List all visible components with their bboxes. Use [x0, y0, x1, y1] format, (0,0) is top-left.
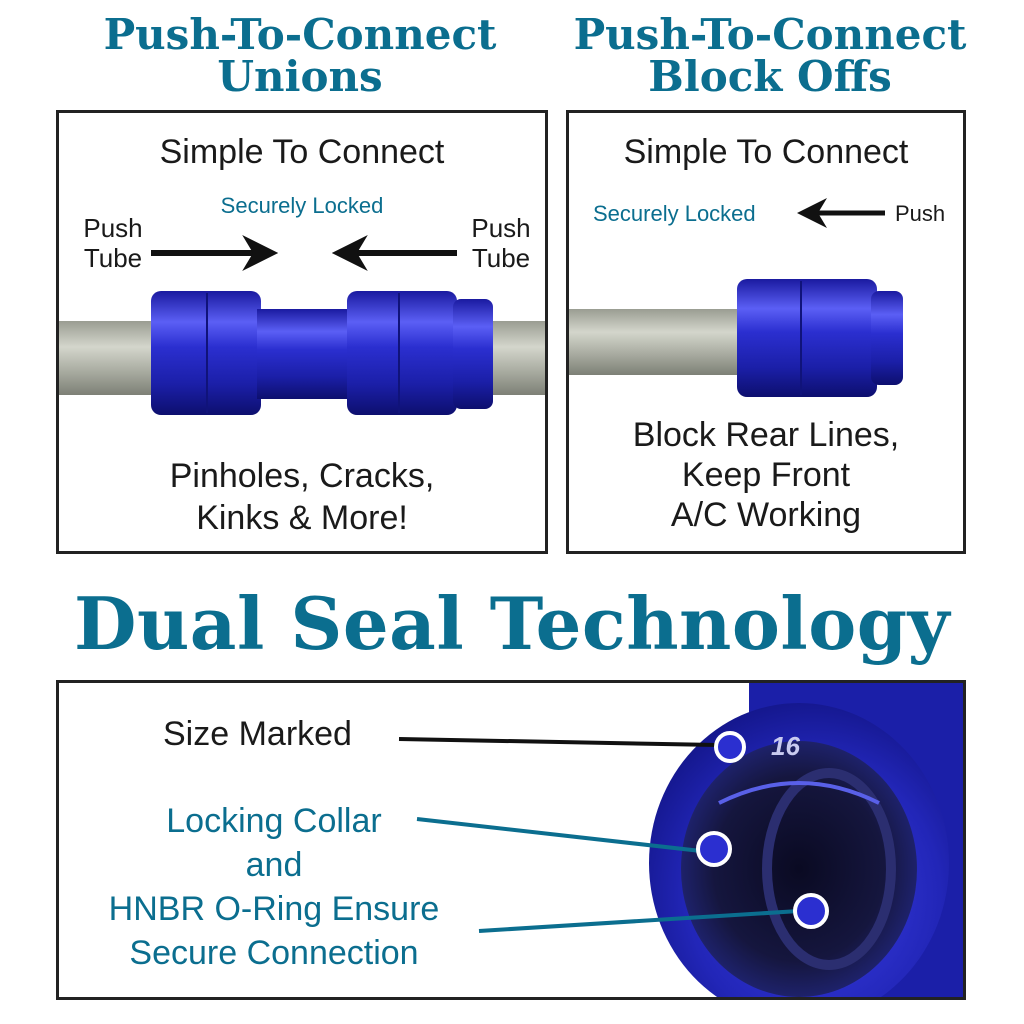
tube: [569, 309, 744, 375]
left-push-line-2: Tube: [83, 243, 143, 273]
block-title: Simple To Connect: [623, 133, 909, 171]
oring-leader-line: [478, 909, 800, 933]
block-offs-heading: Push-To-Connect Block Offs: [565, 14, 975, 98]
block-off-illustration: [569, 198, 903, 397]
collar-label-line-2: and: [245, 846, 303, 884]
block-caption-line-1: Block Rear Lines,: [632, 416, 900, 454]
right-push-line-1: Push: [471, 213, 531, 243]
dual-seal-panel: 16 Size Marked Locking Collar and HNBR O…: [56, 680, 966, 1000]
size-marked-label: Size Marked: [163, 715, 352, 753]
collar-leader-line: [416, 817, 702, 853]
right-push-line-2: Tube: [471, 243, 531, 273]
fitting-closeup-illustration: 16: [398, 683, 963, 997]
dual-seal-heading: Dual Seal Technology: [74, 581, 950, 666]
block-offs-panel: Simple To Connect Securely Locked Push B…: [566, 110, 966, 554]
block-off-fitting: [737, 279, 903, 397]
fitting-closeup: [649, 683, 963, 997]
unions-caption: Pinholes, Cracks, Kinks & More!: [59, 455, 545, 539]
unions-panel: Simple To Connect Securely Locked Push T…: [56, 110, 548, 554]
block-offs-heading-line-2: Block Offs: [648, 52, 892, 101]
block-caption-line-3: A/C Working: [670, 496, 862, 534]
unions-heading-line-1: Push-To-Connect: [103, 10, 497, 59]
block-caption: Block Rear Lines, Keep Front A/C Working: [569, 415, 963, 535]
collar-label-line-1: Locking Collar: [166, 802, 382, 840]
union-fitting: [151, 291, 493, 415]
block-push-label: Push: [895, 201, 946, 226]
block-locked-label: Securely Locked: [593, 201, 756, 226]
size-callout-dot: [714, 731, 746, 763]
union-fitting-illustration: [59, 235, 545, 415]
unions-heading: Push-To-Connect Unions: [60, 14, 540, 98]
size-marking-text: 16: [771, 731, 800, 761]
unions-heading-line-2: Unions: [217, 52, 383, 101]
collar-label-line-4: Secure Connection: [129, 934, 419, 972]
collar-callout-dot: [696, 831, 732, 867]
right-push-label: Push Tube: [459, 213, 543, 273]
collar-label-line-3: HNBR O-Ring Ensure: [108, 890, 440, 928]
block-caption-line-2: Keep Front: [681, 456, 851, 494]
unions-caption-line-2: Kinks & More!: [196, 499, 408, 537]
collar-label: Locking Collar and HNBR O-Ring Ensure Se…: [79, 799, 469, 975]
size-leader-line: [398, 737, 718, 747]
unions-title: Simple To Connect: [159, 133, 445, 171]
block-offs-heading-line-1: Push-To-Connect: [573, 10, 967, 59]
unions-locked-label: Securely Locked: [220, 193, 384, 218]
oring-callout-dot: [793, 893, 829, 929]
left-push-label: Push Tube: [73, 213, 153, 273]
left-push-line-1: Push: [83, 213, 143, 243]
unions-caption-line-1: Pinholes, Cracks,: [169, 457, 435, 495]
